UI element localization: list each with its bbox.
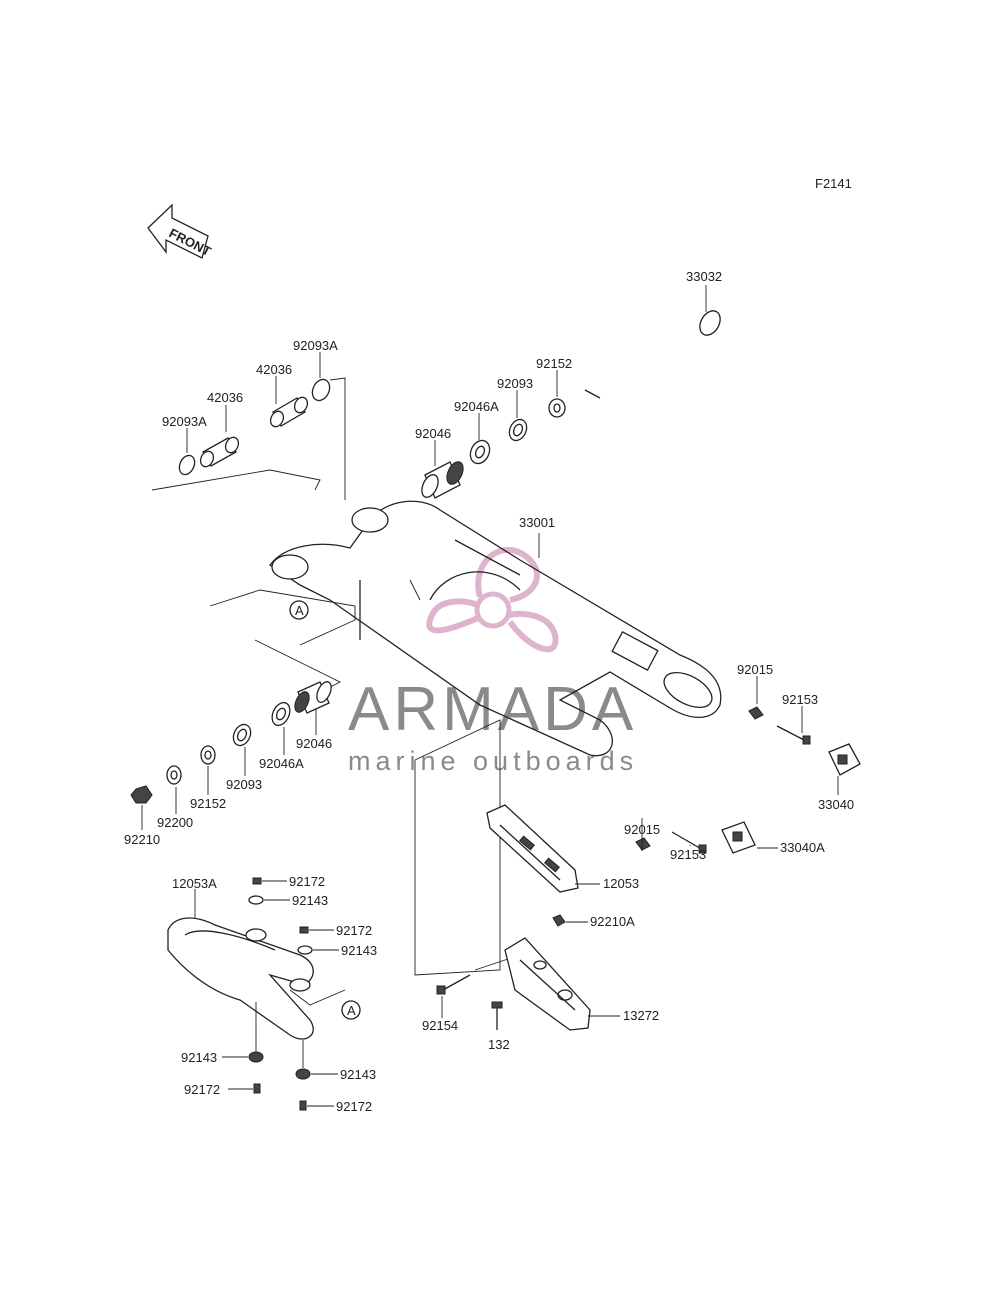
swingarm-33001 — [269, 500, 722, 757]
front-arrow-icon: FRONT — [147, 203, 213, 259]
part-label-42036-a: 42036 — [256, 362, 292, 377]
part-label-92143-4: 92143 — [340, 1067, 376, 1082]
nut-92210 — [130, 785, 153, 804]
part-label-12053: 12053 — [603, 876, 639, 891]
washer-92143-3 — [248, 1051, 264, 1063]
part-label-92172-2: 92172 — [336, 923, 372, 938]
seal-92093A-top — [311, 378, 331, 402]
part-label-92172-1: 92172 — [289, 874, 325, 889]
bolt-92153-mid — [671, 831, 707, 854]
svg-text:A: A — [295, 603, 304, 618]
part-label-92046-mid: 92046 — [296, 736, 332, 751]
part-label-33040: 33040 — [818, 797, 854, 812]
part-label-92015-right: 92015 — [737, 662, 773, 677]
chain-slider-12053 — [486, 804, 579, 893]
chain-guide-13272 — [504, 937, 591, 1031]
sleeve-42036-b — [199, 436, 240, 468]
part-label-92210A: 92210A — [590, 914, 635, 929]
part-label-132: 132 — [488, 1037, 510, 1052]
part-label-92046A-mid: 92046A — [259, 756, 304, 771]
part-label-92093-top: 92093 — [497, 376, 533, 391]
seal-92093-mid — [232, 723, 252, 747]
part-label-92172-3: 92172 — [184, 1082, 220, 1097]
part-label-92143-1: 92143 — [292, 893, 328, 908]
axle-33032 — [584, 285, 721, 399]
part-label-92152-top: 92152 — [536, 356, 572, 371]
part-label-92172-4: 92172 — [336, 1099, 372, 1114]
collar-92046A-top — [469, 439, 491, 465]
part-label-92015-mid: 92015 — [624, 822, 660, 837]
screw-92172-2 — [299, 926, 309, 934]
washer-92152-top — [548, 398, 566, 418]
washer-92143-4 — [295, 1068, 311, 1080]
watermark-subtitle: marine outboards — [348, 746, 638, 776]
part-label-92093A-top: 92093A — [293, 338, 338, 353]
nut-92210A — [552, 914, 566, 927]
part-label-33040A: 33040A — [780, 840, 825, 855]
diagram-code: F2141 — [815, 176, 852, 191]
bolt-92153-right — [776, 725, 811, 745]
part-label-92046A-top: 92046A — [454, 399, 499, 414]
watermark-title: ARMADA — [348, 675, 637, 744]
part-label-42036-b: 42036 — [207, 390, 243, 405]
bearing-92046-mid — [294, 681, 332, 714]
seal-92093A-left — [178, 454, 196, 476]
sleeve-42036-a — [269, 396, 309, 428]
nut-92015-right — [748, 706, 764, 720]
part-label-13272: 13272 — [623, 1008, 659, 1023]
collar-92046A-mid — [271, 701, 291, 727]
washer-92200 — [166, 765, 182, 785]
ref-mark-a-lower: A — [341, 1000, 361, 1020]
part-label-92143-3: 92143 — [181, 1050, 217, 1065]
bolt-92154 — [436, 974, 471, 995]
bolt-132 — [491, 1001, 503, 1030]
part-label-92093-mid: 92093 — [226, 777, 262, 792]
part-label-92154: 92154 — [422, 1018, 458, 1033]
bearing-92046-top — [421, 461, 464, 499]
washer-92152-mid — [200, 745, 216, 765]
adjuster-33040 — [828, 743, 861, 776]
screw-92172-1 — [252, 877, 262, 885]
part-label-12053A: 12053A — [172, 876, 217, 891]
part-label-92143-2: 92143 — [341, 943, 377, 958]
adjuster-33040A — [721, 821, 756, 854]
seal-92093-top — [508, 418, 528, 442]
nut-92015-mid — [635, 837, 651, 851]
part-label-33032: 33032 — [686, 269, 722, 284]
ref-mark-a-upper: A — [289, 600, 309, 620]
svg-text:A: A — [347, 1003, 356, 1018]
part-label-92046-top: 92046 — [415, 426, 451, 441]
part-label-92153-mid: 92153 — [670, 847, 706, 862]
part-label-33001: 33001 — [519, 515, 555, 530]
screw-92172-4 — [299, 1100, 307, 1111]
washer-92143-1 — [248, 895, 264, 905]
part-label-92153-right: 92153 — [782, 692, 818, 707]
part-label-92152-mid: 92152 — [190, 796, 226, 811]
washer-92143-2 — [297, 945, 313, 955]
part-label-92093A-left: 92093A — [162, 414, 207, 429]
screw-92172-3 — [253, 1083, 261, 1094]
chain-slider-12053A — [167, 917, 314, 1040]
part-label-92200: 92200 — [157, 815, 193, 830]
part-label-92210: 92210 — [124, 832, 160, 847]
watermark-logo — [426, 546, 559, 653]
